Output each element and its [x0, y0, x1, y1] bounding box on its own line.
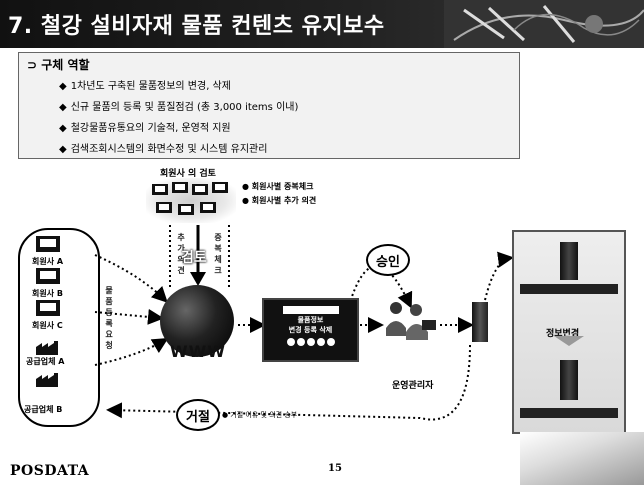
approval-label: 승인 [366, 244, 410, 276]
reject-note: ● 거절 이유 및 의견 송부 [222, 411, 298, 419]
bullet-icon: ◆ [59, 144, 67, 155]
reject-label: 거절 [176, 399, 220, 431]
operator-label: 운영관리자 [392, 381, 434, 391]
screen-people-icons [264, 338, 357, 346]
info-change-panel: 정보변경 [512, 230, 626, 434]
members-group [18, 228, 100, 427]
document-icon [560, 360, 578, 400]
pc-icon [36, 236, 60, 252]
review-title: 회원사 의 검토 [160, 169, 216, 179]
review-add-opinion-vertical: 추가의견 [177, 233, 185, 275]
role-item-3: ◆철강물품유통요의 기술적, 운영적 지원 [59, 123, 231, 134]
review-pcs-image [146, 178, 236, 223]
factory-icon [36, 340, 62, 355]
info-change-label: 정보변경 [546, 329, 580, 339]
pc-icon [36, 300, 60, 316]
down-arrow-icon [554, 336, 584, 346]
top-caption [520, 284, 618, 294]
review-note-2: ● 회원사별 추가 의견 [242, 196, 317, 205]
bullet-icon: ◆ [59, 123, 67, 134]
corner-decoration-image [520, 432, 644, 485]
screen-row-1: 물품정보 [297, 316, 324, 324]
page-number: 15 [328, 463, 342, 474]
supplier-a-label: 공급업체 A [26, 357, 65, 366]
member-a-label: 회원사 A [32, 257, 64, 266]
server-icon [472, 302, 488, 342]
bullet-icon: ● [222, 411, 231, 419]
pc-icon [36, 268, 60, 284]
factory-icon [36, 372, 62, 387]
review-note-1: ● 회원사별 중복체크 [242, 182, 314, 191]
role-item-2: ◆신규 물품의 등록 및 품질점검 (총 3,000 items 이내) [59, 102, 299, 113]
screen-row-2: 변경 등록 삭제 [288, 326, 333, 334]
bottom-caption [520, 408, 618, 418]
screen-header-bar [282, 306, 339, 314]
role-item-1: ◆1차년도 구축된 물품정보의 변경, 삭제 [59, 81, 231, 92]
content-screen: 물품정보 변경 등록 삭제 [262, 298, 359, 362]
role-item-4: ◆검색조회시스템의 화면수정 및 시스템 유지관리 [59, 144, 268, 155]
member-b-label: 회원사 B [32, 289, 63, 298]
role-box: ⊃ 구체 역할 ◆1차년도 구축된 물품정보의 변경, 삭제 ◆신규 물품의 등… [18, 52, 520, 159]
globe-icon [160, 285, 234, 357]
role-heading: ⊃ 구체 역할 [27, 58, 90, 72]
review-dup-check-vertical: 중복체크 [214, 233, 222, 275]
bullet-icon: ● [242, 196, 252, 205]
bullet-icon: ◆ [59, 102, 67, 113]
page-title: 7. 철강 설비자재 물품 컨텐츠 유지보수 [8, 14, 385, 39]
title-decoration-image [444, 0, 644, 48]
document-icon [560, 242, 578, 280]
heading-bullet-icon: ⊃ [27, 58, 42, 72]
operator-image [378, 298, 440, 346]
bullet-icon: ◆ [59, 81, 67, 92]
posdata-logo: POSDATA [10, 463, 90, 479]
www-label: WWW [170, 342, 226, 361]
review-center-label: 검토 [181, 250, 207, 266]
request-vertical-label: 물품등록요청 [105, 286, 113, 350]
member-c-label: 회원사 C [32, 321, 63, 330]
bullet-icon: ● [242, 182, 252, 191]
supplier-b-label: 공급업체 B [24, 405, 63, 414]
